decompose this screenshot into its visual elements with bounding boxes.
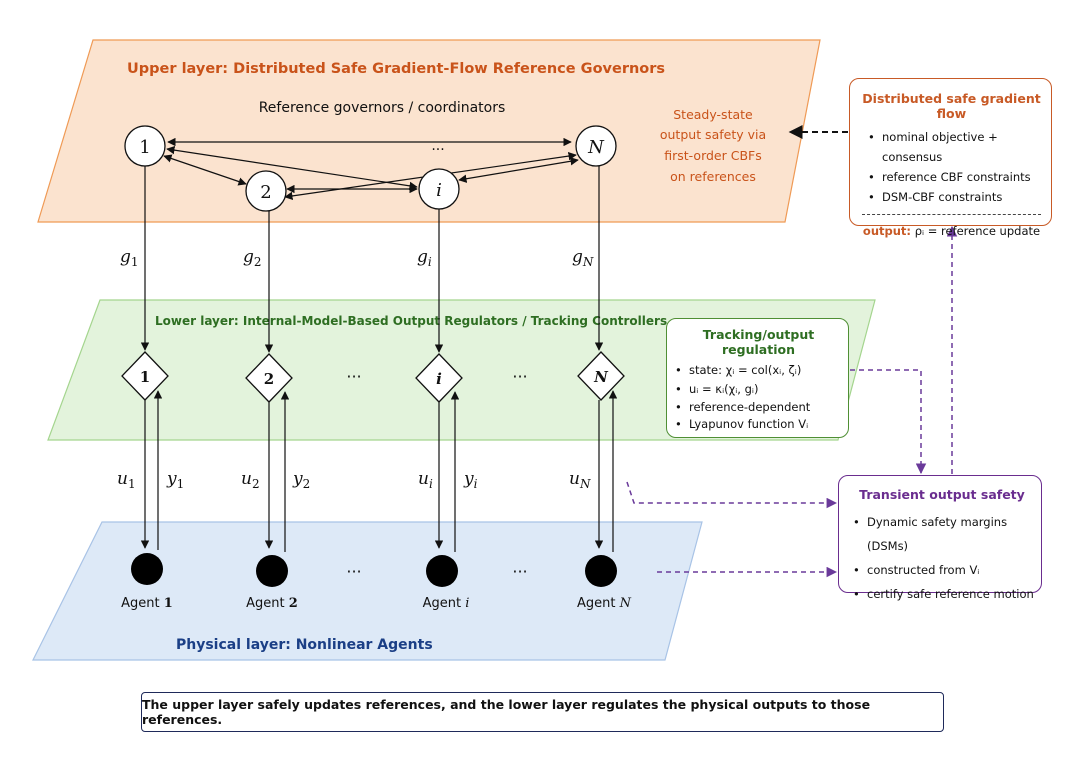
transient-title: Transient output safety [859, 487, 1025, 502]
tracking-item: reference-dependent [675, 399, 842, 416]
upper-layer-note-line-4: on references [670, 169, 756, 184]
transient-item: certify safe reference motion [853, 582, 1035, 606]
coordinator-node-1: 1 [124, 125, 166, 167]
tracking-item-continued: Lyapunov function Vᵢ [675, 416, 842, 433]
gradient-flow-list: nominal objective + consensus reference … [860, 127, 1043, 207]
gradient-flow-divider [862, 214, 1041, 215]
reference-label-1: g1 [120, 247, 139, 269]
gradient-flow-output: output: ρᵢ = reference update [860, 224, 1043, 238]
agent-2: Agent 2 [246, 555, 298, 611]
svg-text:Agent 1: Agent 1 [121, 596, 173, 611]
upper-layer-subtitle: Reference governors / coordinators [259, 100, 506, 116]
edge-i-N [458, 157, 579, 183]
upper-layer-note-line-1: Steady-state [673, 107, 753, 122]
svg-text:Agent N: Agent N [577, 596, 632, 611]
agent-1: Agent 1 [121, 553, 173, 611]
coordinator-ellipsis: ··· [431, 142, 444, 158]
controller-ellipsis-left: ··· [346, 367, 361, 386]
upper-layer-title: Upper layer: Distributed Safe Gradient-F… [127, 61, 665, 77]
transient-item: constructed from Vᵢ [853, 558, 1035, 582]
svg-text:1: 1 [139, 137, 150, 158]
caption-text: The upper layer safely updates reference… [142, 697, 871, 727]
transient-box: Transient output safety Dynamic safety m… [838, 475, 1042, 606]
upper-layer-note-line-3: first-order CBFs [664, 148, 761, 163]
gradient-flow-item: nominal objective + consensus [868, 127, 1043, 167]
svg-text:1: 1 [140, 368, 150, 386]
input-label-i: ui [418, 469, 433, 491]
tracking-item: uᵢ = κᵢ(χᵢ, gᵢ) [675, 380, 842, 399]
reference-label-N: gN [572, 247, 594, 269]
coordinator-edges [163, 137, 579, 201]
caption-box: The upper layer safely updates reference… [141, 692, 944, 732]
transient-list: Dynamic safety margins (DSMs) constructe… [849, 510, 1035, 606]
lower-layer-title: Lower layer: Internal-Model-Based Output… [155, 314, 667, 328]
agent-ellipsis-left: ··· [346, 562, 361, 581]
reference-label-i: gi [417, 247, 432, 269]
agent-ellipsis-right: ··· [512, 562, 527, 581]
tracking-list: state: χᵢ = col(xᵢ, ζᵢ) uᵢ = κᵢ(χᵢ, gᵢ) … [675, 361, 842, 433]
gradient-flow-box: Distributed safe gradient flow nominal o… [849, 78, 1052, 238]
controller-ellipsis-right: ··· [512, 367, 527, 386]
gradient-flow-item: DSM-CBF constraints [868, 187, 1043, 207]
svg-text:Agent i: Agent i [423, 596, 470, 611]
svg-text:2: 2 [260, 182, 271, 203]
tracking-title: Tracking/output regulation [702, 327, 815, 357]
svg-text:Agent 2: Agent 2 [246, 596, 298, 611]
controller-N: N [577, 351, 625, 401]
reference-label-2: g2 [243, 247, 262, 269]
physical-layer-panel [32, 521, 703, 661]
svg-text:i: i [436, 370, 442, 388]
tracking-box: Tracking/output regulation state: χᵢ = c… [666, 318, 849, 438]
svg-text:i: i [436, 180, 442, 201]
output-label-i: yi [463, 469, 478, 491]
coordinator-node-2: 2 [245, 170, 287, 212]
output-label-2: y2 [292, 469, 310, 491]
gradient-flow-item: reference CBF constraints [868, 167, 1043, 187]
coordinator-node-i: i [418, 168, 460, 210]
upper-layer-note-line-2: output safety via [660, 127, 766, 142]
physical-layer-title: Physical layer: Nonlinear Agents [176, 637, 433, 653]
gradient-flow-title: Distributed safe gradient flow [862, 91, 1041, 121]
svg-text:N: N [593, 368, 609, 386]
svg-text:N: N [587, 137, 605, 158]
output-label-1: y1 [166, 469, 184, 491]
gradient-flow-output-value: ρᵢ = reference update [914, 224, 1041, 238]
agent-N: Agent N [577, 555, 632, 611]
coordinator-node-N: N [575, 125, 617, 167]
regulator-to-transient-arrow [626, 481, 838, 509]
gradient-flow-output-label: output: [862, 224, 912, 238]
input-label-2: u2 [241, 469, 260, 491]
agent-i: Agent i [423, 555, 470, 611]
tracking-to-transient-arrow [850, 369, 927, 475]
svg-text:2: 2 [264, 370, 274, 388]
transient-item: Dynamic safety margins (DSMs) [853, 510, 1035, 558]
input-label-1: u1 [117, 469, 136, 491]
tracking-item: state: χᵢ = col(xᵢ, ζᵢ) [675, 361, 842, 380]
input-label-N: uN [569, 469, 591, 491]
